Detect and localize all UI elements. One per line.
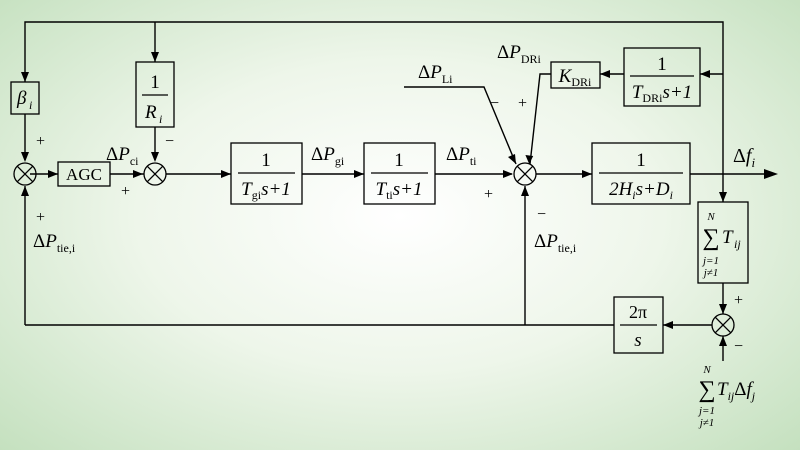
- arrow-dr-sum3: [525, 155, 534, 164]
- turbine-numerator: 1: [394, 150, 404, 171]
- swing-denominator: 2His+Di: [609, 179, 673, 202]
- arrow-tdr-in: [700, 70, 710, 78]
- tie-sum-lower-2: j≠1: [702, 267, 719, 279]
- tie-sum-upper: N: [706, 211, 715, 223]
- arrow-swing-in: [582, 170, 592, 178]
- wire-top-feedback: [24, 21, 724, 174]
- arrow-beta-in: [21, 72, 29, 82]
- signal-df: Δfi: [733, 145, 755, 170]
- sign-sum1-bottom: +: [36, 209, 45, 226]
- arrow-sum4-bottom: [719, 336, 727, 346]
- signal-dPg: ΔPgi: [311, 144, 345, 168]
- signal-dPt: ΔPti: [446, 144, 477, 168]
- tie-sum-T-sub: ij: [734, 237, 741, 251]
- arrow-sum4-top: [719, 304, 727, 314]
- governor-denominator: Tgis+1: [241, 179, 291, 202]
- tie-sum-symbol: ∑: [702, 225, 719, 251]
- integrator-block: 2π s: [613, 296, 664, 354]
- governor-block: 1 Tgis+1: [230, 142, 303, 205]
- sign-sum3-dr: +: [518, 95, 527, 112]
- droop-den-main: R: [144, 102, 157, 123]
- sign-sum4-bottom: −: [734, 338, 743, 355]
- ext-sum-symbol: ∑: [698, 377, 715, 403]
- turbine-block: 1 Ttis+1: [363, 142, 436, 205]
- arrow-integrator-in: [663, 321, 673, 329]
- summing-junction-3: [513, 162, 537, 186]
- sign-sum1-top: +: [36, 133, 45, 150]
- swing-block: 1 2His+Di: [591, 142, 691, 205]
- signal-dPtie-right: ΔPtie,i: [534, 231, 577, 255]
- sign-sum2-top: −: [165, 133, 174, 150]
- ext-sum-upper: N: [702, 364, 711, 376]
- beta-block: β i: [10, 81, 40, 115]
- arrow-sum1-bottom: [21, 186, 29, 196]
- beta-symbol: β: [16, 88, 27, 109]
- sign-sum2-left: +: [121, 183, 130, 200]
- signal-dPtie-left: ΔPtie,i: [33, 231, 76, 255]
- sign-sum3-bottom: −: [537, 206, 546, 223]
- integrator-numerator: 2π: [629, 302, 647, 322]
- tdr-block: 1 TDRis+1: [623, 47, 701, 107]
- summing-junction-1: [13, 162, 37, 186]
- arrow-load-sum3: [508, 154, 516, 164]
- agc-block: AGC: [57, 161, 111, 187]
- summing-junction-4: [711, 313, 735, 337]
- integrator-denominator: s: [634, 330, 641, 351]
- arrow-output: [764, 169, 778, 179]
- external-tie-input-label: N ∑ TijΔfj j=1 j≠1: [697, 364, 756, 429]
- arrow-governor-in: [221, 170, 231, 178]
- tie-sum-block: N ∑ T ij j=1 j≠1: [697, 201, 749, 284]
- sign-sum3-left: +: [484, 186, 493, 203]
- droop-numerator: 1: [150, 72, 160, 93]
- arrow-kdr-in: [600, 70, 610, 78]
- turbine-denominator: Ttis+1: [376, 179, 423, 202]
- arrow-sum3-bottom: [521, 186, 529, 196]
- tdr-denominator: TDRis+1: [632, 82, 692, 105]
- arrow-sum3-left: [503, 170, 513, 178]
- wire-load-sum3: [404, 86, 517, 165]
- signal-dPL: ΔPLi: [418, 62, 453, 86]
- ext-sum-lower-1: j=1: [697, 405, 715, 417]
- arrow-droop-in: [151, 52, 159, 62]
- arrow-sum2-left: [133, 170, 143, 178]
- arrow-turbine-in: [354, 170, 364, 178]
- arrow-tiesum-in: [719, 192, 727, 202]
- tie-sum-T: T: [722, 227, 734, 248]
- summing-junction-2: [143, 162, 167, 186]
- droop-den-sub: i: [159, 112, 162, 126]
- tie-sum-lower-1: j=1: [701, 255, 719, 267]
- kdr-block: KDRi: [550, 61, 601, 89]
- swing-numerator: 1: [636, 150, 646, 171]
- arrow-sum1-top: [21, 152, 29, 162]
- wire-kdr-sum3: [529, 73, 551, 165]
- kdr-label: KDRi: [558, 66, 592, 89]
- sign-sum4-top: +: [734, 292, 743, 309]
- agc-label: AGC: [66, 165, 102, 184]
- ext-sum-lower-2: j≠1: [698, 417, 715, 429]
- tdr-numerator: 1: [657, 54, 667, 75]
- arrow-sum2-top: [151, 152, 159, 162]
- arrow-agc-in: [48, 170, 58, 178]
- sign-sum3-load: −: [490, 95, 499, 112]
- droop-block: 1 R i: [135, 61, 175, 128]
- beta-subscript: i: [29, 98, 32, 112]
- signal-dPc: ΔPci: [106, 144, 139, 168]
- ext-sum-term: TijΔfj: [717, 379, 756, 403]
- signal-dPDR: ΔPDRi: [497, 42, 541, 66]
- governor-numerator: 1: [261, 150, 271, 171]
